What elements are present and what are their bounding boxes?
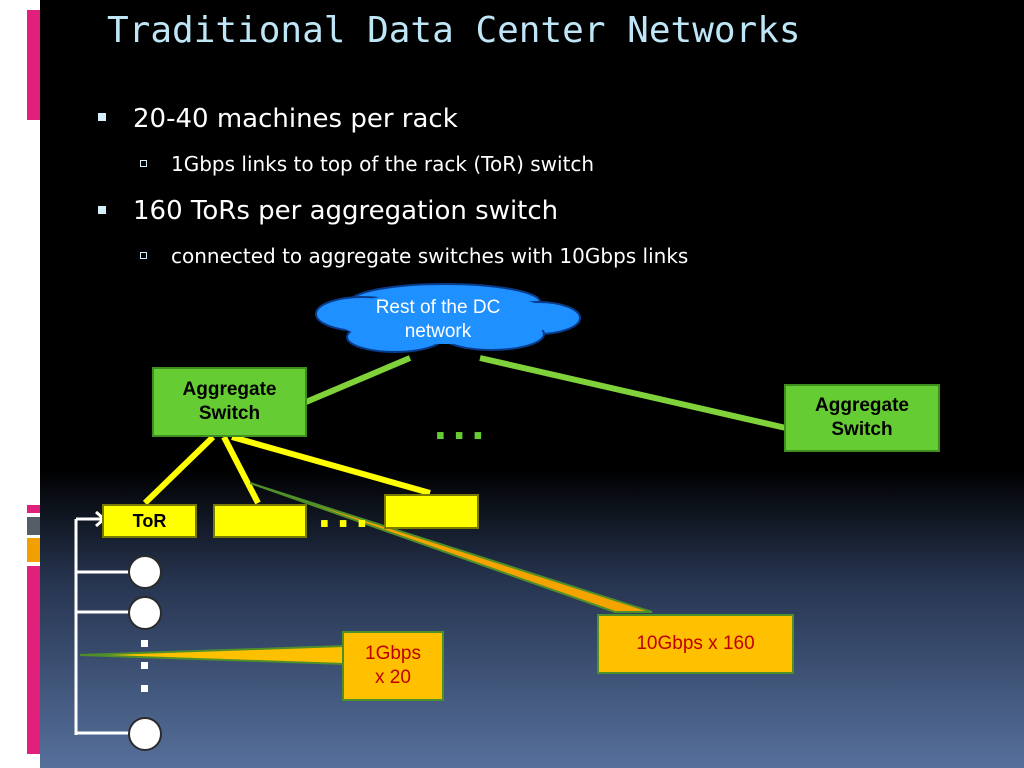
hollow-square-bullet-icon [140,160,147,167]
vertical-ellipsis-dot [141,640,148,647]
agg-right-uplink [479,355,787,431]
deco-bar-orange [27,538,40,562]
agg-tor-links [142,434,431,506]
callout-pointer-10g [249,482,653,613]
slide-title: Traditional Data Center Networks [107,10,801,51]
bullet-text: 20-40 machines per rack [133,104,458,134]
tor-switch: ToR [102,504,197,538]
machine-node [128,596,162,630]
machine-node [128,717,162,751]
cloud-label: Rest of the DC network [375,297,501,342]
tor-switch-2 [213,504,307,538]
cloud-shape [315,283,581,353]
aggregate-switch-right: Aggregate Switch [784,384,940,452]
deco-bar-pink-mid [27,505,40,513]
callout-pointer-1g [79,644,345,666]
aggregate-switch-left: Aggregate Switch [152,367,307,437]
tor-switch-3 [384,494,479,529]
deco-bar-pink-bottom [27,566,40,754]
bullet-text: 160 ToRs per aggregation switch [133,196,559,226]
aggregate-ellipsis: ... [434,397,491,449]
agg-left-uplink [304,355,412,405]
sub-bullet-text: connected to aggregate switches with 10G… [171,244,689,268]
tor-ellipsis: ... [318,485,375,537]
rack-tree [74,510,130,735]
square-bullet-icon [98,206,106,214]
hollow-square-bullet-icon [140,252,147,259]
sub-bullet-text: 1Gbps links to top of the rack (ToR) swi… [171,152,595,176]
deco-bar-gray [27,517,40,535]
deco-bar-pink-top [27,10,40,120]
vertical-ellipsis-dot [141,662,148,669]
square-bullet-icon [98,113,106,121]
machine-node [128,555,162,589]
callout-1gbps: 1Gbps x 20 [342,631,444,701]
callout-10gbps: 10Gbps x 160 [597,614,794,674]
vertical-ellipsis-dot [141,685,148,692]
